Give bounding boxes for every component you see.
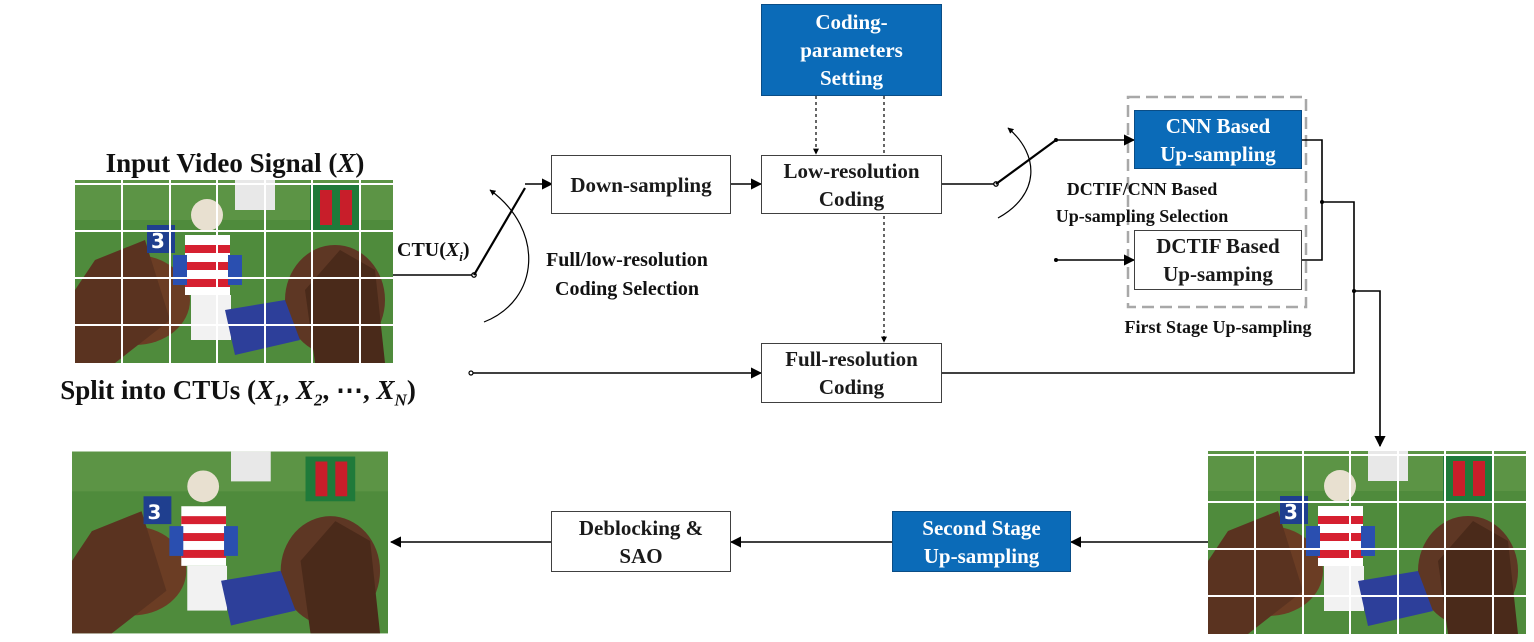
input-video-image: 3 (75, 180, 393, 363)
split-comma: , (282, 375, 296, 405)
title-var: X (337, 148, 356, 178)
ctu-xi-label: CTU(Xi) (397, 236, 470, 271)
line-merge-to-bus (1322, 201, 1355, 291)
svg-text:3: 3 (151, 229, 165, 253)
box-line: DCTIF Based (1156, 234, 1280, 258)
line-full-res-out (941, 291, 1355, 374)
second-stage-up-sampling-box: Second Stage Up-sampling (892, 511, 1071, 572)
box-line: parameters (800, 38, 903, 62)
low-resolution-coding-box: Low-resolution Coding (761, 155, 942, 214)
down-sampling-box: Down-sampling (551, 155, 731, 214)
title-close: ) (355, 148, 365, 178)
horse-race-illustration: 3 (72, 451, 388, 634)
box-line: Up-samping (1163, 262, 1273, 286)
box-line: Up-sampling (1160, 141, 1276, 166)
split-sn: N (394, 390, 407, 410)
selection-arc-2 (997, 127, 1032, 219)
full-resolution-coding-box: Full-resolution Coding (761, 343, 942, 403)
box-line: Coding- (815, 10, 888, 34)
split-close: ) (406, 375, 416, 405)
split-dots: , ⋯, (322, 375, 377, 405)
box-line: SAO (619, 543, 663, 568)
title-text: Input Video Signal ( (105, 148, 338, 178)
ctu-close: ) (462, 239, 470, 261)
input-video-signal-title: Input Video Signal (X) (60, 146, 410, 180)
switch-blade-2 (995, 139, 1057, 185)
bypass-node (468, 370, 474, 376)
arrow-to-output-ctus (1354, 290, 1386, 448)
upsampled-ctus-image: 3 (1208, 451, 1526, 634)
selection-arc-1 (483, 189, 530, 323)
box-line: Second Stage (922, 515, 1041, 540)
split-x1: X (255, 375, 274, 405)
box-line: Setting (820, 66, 883, 90)
box-line: Low-resolution (783, 158, 920, 183)
ctu-grid-overlay (75, 180, 393, 363)
dctif-up-sampling-box: DCTIF Based Up-samping (1134, 230, 1302, 290)
label-line: Coding Selection (555, 278, 699, 300)
ctu-sub: i (459, 249, 463, 264)
split-s1: 1 (274, 390, 283, 410)
split-text: Split into CTUs ( (60, 375, 256, 405)
box-line: Full-resolution (785, 347, 918, 371)
ctu-text: CTU( (397, 239, 446, 261)
box-line: Coding (818, 186, 885, 211)
svg-text:3: 3 (148, 501, 162, 524)
full-low-resolution-selection-label: Full/low-resolution Coding Selection (522, 246, 732, 304)
coding-parameters-setting-box: Coding- parameters Setting (761, 4, 942, 96)
split-x2: X (296, 375, 315, 405)
split-s2: 2 (314, 390, 323, 410)
split-xn: X (376, 375, 395, 405)
line-cnn-out (1301, 139, 1323, 202)
box-line: Up-sampling (923, 543, 1040, 568)
ctu-var: X (445, 239, 460, 261)
box-line: Deblocking & (578, 515, 704, 540)
svg-text:3: 3 (1284, 500, 1298, 524)
first-stage-up-sampling-label: First Stage Up-sampling (1124, 317, 1312, 337)
first-stage-group-border (1126, 95, 1308, 309)
output-video-image: 3 (72, 451, 388, 634)
label-line: Full/low-resolution (546, 249, 708, 271)
deblocking-sao-box: Deblocking & SAO (551, 511, 731, 572)
box-line: CNN Based (1165, 113, 1271, 138)
label-line: Up-sampling Selection (1055, 206, 1229, 226)
dctif-cnn-selection-label: DCTIF/CNN Based Up-sampling Selection (1036, 176, 1248, 230)
box-line: Down-sampling (570, 172, 712, 197)
switch-blade-1 (473, 187, 526, 276)
line-dctif-out (1301, 202, 1323, 261)
split-into-ctus-label: Split into CTUs (X1, X2, ⋯, XN) (8, 372, 468, 418)
cnn-up-sampling-box: CNN Based Up-sampling (1134, 110, 1302, 169)
label-line: DCTIF/CNN Based (1066, 179, 1218, 199)
ctu-grid-overlay (1208, 451, 1526, 634)
box-line: Coding (818, 375, 885, 399)
